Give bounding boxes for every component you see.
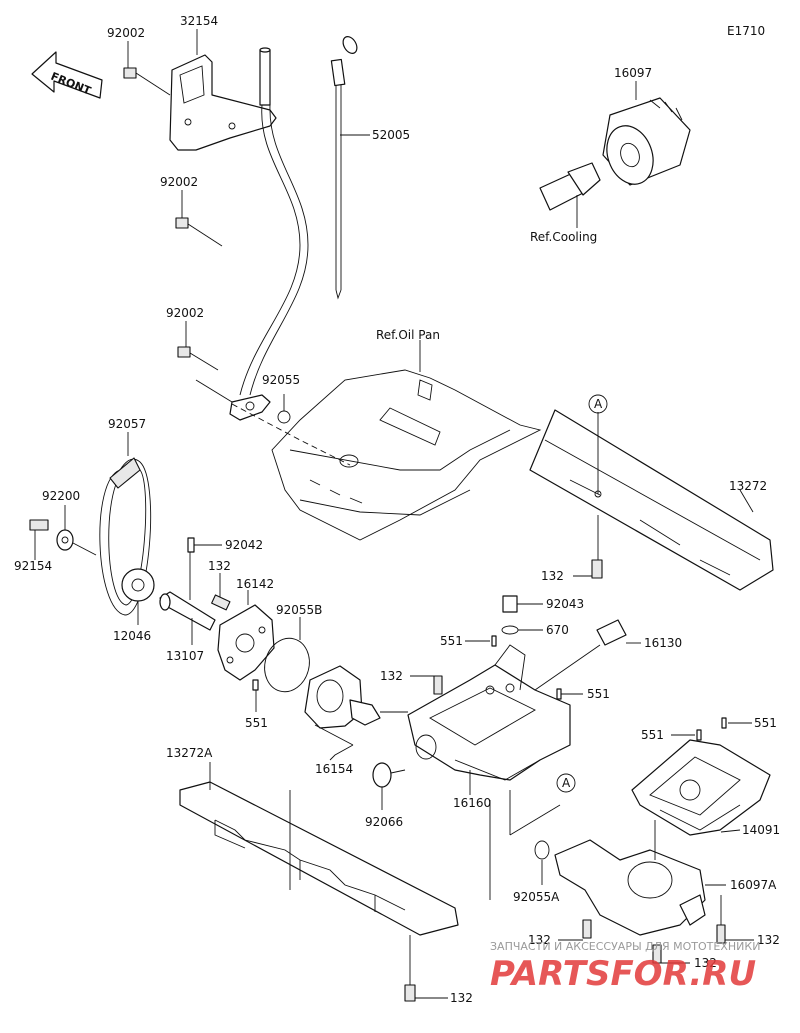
sprocket-12046 [121, 568, 155, 625]
gasket-92055 [277, 394, 291, 424]
bolt-132-d [558, 919, 592, 941]
label-92057: 92057 [108, 417, 146, 431]
bolt-132-c [410, 675, 443, 695]
label-132-a: 132 [208, 559, 231, 573]
housing-16160 [380, 644, 571, 836]
bolt-132-e [652, 944, 690, 964]
marker-a-bottom: A [556, 773, 576, 793]
label-92002-a: 92002 [107, 26, 145, 40]
label-92002-b: 92002 [160, 175, 198, 189]
screw-92002-c [177, 346, 233, 403]
label-132-d: 132 [528, 933, 551, 947]
label-92002-c: 92002 [166, 306, 204, 320]
bracket-32154 [169, 54, 277, 151]
marker-a-top: A [588, 394, 608, 414]
label-551-a: 551 [245, 716, 268, 730]
label-670: 670 [546, 623, 569, 637]
screw-92002-b [175, 217, 223, 247]
ref-cooling: Ref.Cooling [530, 230, 597, 244]
washer-92200 [56, 505, 97, 556]
guide-13272a [179, 762, 491, 936]
bolt-92154 [29, 519, 49, 560]
front-arrow-icon: FRONT [31, 51, 103, 99]
label-16097: 16097 [614, 66, 652, 80]
label-13107: 13107 [166, 649, 204, 663]
label-132-b: 132 [541, 569, 564, 583]
oring-92055a [534, 840, 550, 885]
label-16097a: 16097A [730, 878, 777, 892]
dipstick-tube [229, 47, 309, 421]
label-92200: 92200 [42, 489, 80, 503]
filter-housing-16097a [554, 820, 726, 936]
label-551-b: 551 [440, 634, 463, 648]
label-16154: 16154 [315, 762, 353, 776]
label-12046: 12046 [113, 629, 151, 643]
pump-16142 [217, 590, 275, 681]
label-14091: 14091 [742, 823, 780, 837]
pin-551-d [671, 729, 702, 741]
baffle-13272 [529, 409, 774, 591]
svg-text:A: A [562, 776, 571, 790]
screw-92002-a [123, 67, 171, 96]
strainer-92066 [372, 762, 406, 810]
pump-body-16154 [304, 665, 381, 761]
bolt-132-a [211, 573, 231, 611]
pin-551-c [556, 688, 583, 700]
label-92042: 92042 [225, 538, 263, 552]
label-132-c: 132 [380, 669, 403, 683]
oring-92055b [264, 617, 310, 693]
ref-oil-pan: Ref.Oil Pan [376, 328, 440, 342]
bolt-132-g [404, 935, 448, 1002]
cover-14091 [631, 739, 771, 836]
label-92154: 92154 [14, 559, 52, 573]
diagram-code: E1710 [727, 24, 765, 38]
pin-551-a [252, 679, 259, 712]
bolt-132-f [716, 895, 754, 944]
label-132-g: 132 [450, 991, 473, 1005]
label-92055a: 92055A [513, 890, 560, 904]
fitting-16130 [534, 619, 641, 691]
label-13272: 13272 [729, 479, 767, 493]
label-16130: 16130 [644, 636, 682, 650]
oil-pan [231, 340, 542, 541]
label-551-e: 551 [754, 716, 777, 730]
watermark-caption: ЗАПЧАСТИ И АКСЕССУАРЫ ДЛЯ МОТОТЕХНИКИ [490, 940, 760, 953]
bolt-132-b [573, 515, 603, 579]
label-32154: 32154 [180, 14, 218, 28]
label-551-c: 551 [587, 687, 610, 701]
label-16142: 16142 [236, 577, 274, 591]
shaft-13107 [159, 591, 216, 645]
label-52005: 52005 [372, 128, 410, 142]
dipstick-52005 [330, 36, 370, 300]
collar-92043 [502, 595, 543, 613]
label-92066: 92066 [365, 815, 403, 829]
oring-670 [501, 625, 543, 635]
label-16160: 16160 [453, 796, 491, 810]
pin-92042 [187, 537, 222, 600]
label-92043: 92043 [546, 597, 584, 611]
watermark-brand: PARTSFOR.RU [490, 954, 756, 994]
pin-551-b [465, 635, 497, 647]
label-92055b: 92055B [276, 603, 322, 617]
label-551-d: 551 [641, 728, 664, 742]
label-132-f: 132 [757, 933, 780, 947]
fitting-cooling [539, 162, 601, 228]
svg-text:A: A [594, 397, 603, 411]
oil-filter-16097 [602, 97, 691, 186]
label-92055: 92055 [262, 373, 300, 387]
label-13272a: 13272A [166, 746, 213, 760]
pin-551-e [721, 717, 752, 729]
label-132-e: 132 [694, 956, 717, 970]
